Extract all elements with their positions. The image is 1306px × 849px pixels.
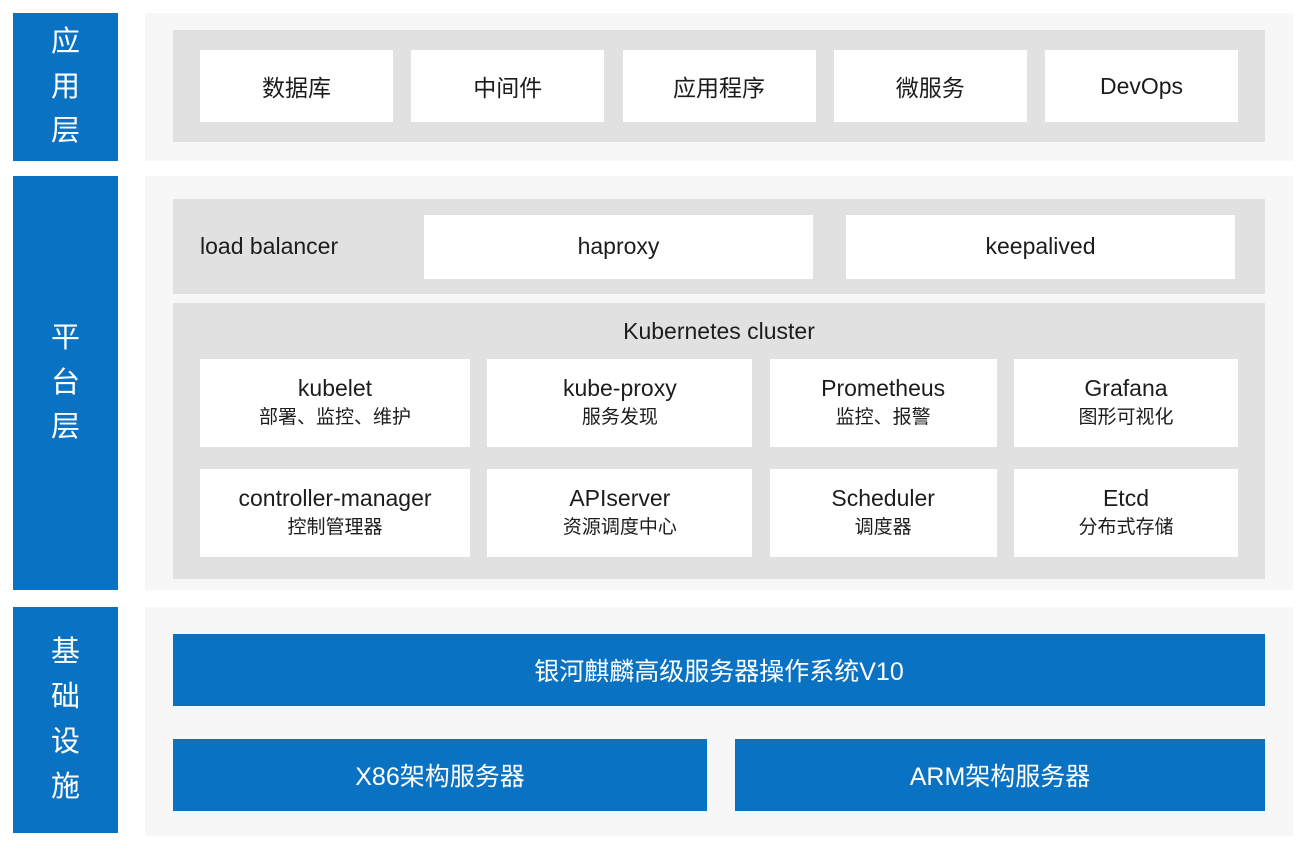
kubernetes-cluster-title: Kubernetes cluster [623, 318, 815, 344]
load-balancer-band: load balancer haproxy keepalived [173, 199, 1265, 294]
component-name: Prometheus [821, 375, 946, 402]
component-prometheus: Prometheus 监控、报警 [769, 359, 997, 447]
panel-application-layer: 数据库 中间件 应用程序 微服务 DevOps [145, 13, 1293, 161]
component-desc: 分布式存储 [1078, 517, 1174, 539]
layer-label-infrastructure-text: 基础设施 [51, 636, 81, 803]
box-application-program: 应用程序 [622, 50, 816, 122]
component-desc: 服务发现 [581, 407, 658, 429]
box-keepalived: keepalived [846, 214, 1235, 279]
component-desc: 图形可视化 [1078, 407, 1174, 429]
box-microservices: 微服务 [833, 50, 1027, 122]
component-name: Grafana [1084, 375, 1168, 402]
box-devops: DevOps [1045, 50, 1238, 122]
component-apiserver: APIserver 资源调度中心 [487, 469, 753, 557]
component-desc: 监控、报警 [835, 407, 931, 429]
component-desc: 调度器 [854, 517, 912, 539]
box-haproxy: haproxy [424, 214, 813, 279]
component-name: APIserver [569, 485, 671, 512]
application-band: 数据库 中间件 应用程序 微服务 DevOps [173, 30, 1265, 142]
x86-server-bar: X86架构服务器 [173, 739, 707, 811]
load-balancer-label: load balancer [200, 233, 339, 259]
component-desc: 控制管理器 [287, 517, 383, 539]
component-kubelet: kubelet 部署、监控、维护 [200, 359, 470, 447]
layer-label-platform: 平台层 [13, 176, 118, 590]
arm-server-bar: ARM架构服务器 [735, 739, 1265, 811]
component-name: controller-manager [238, 485, 432, 512]
component-desc: 资源调度中心 [562, 517, 677, 539]
component-name: Scheduler [831, 485, 935, 512]
server-bars-row: X86架构服务器 ARM架构服务器 [173, 739, 1265, 811]
component-controller-manager: controller-manager 控制管理器 [200, 469, 470, 557]
component-name: kubelet [297, 375, 373, 402]
component-name: kube-proxy [562, 375, 677, 402]
panel-platform-layer: load balancer haproxy keepalived Kuberne… [145, 176, 1293, 590]
layer-label-infrastructure: 基础设施 [13, 607, 118, 833]
kubernetes-components-grid: kubelet 部署、监控、维护 kube-proxy 服务发现 Prometh… [200, 359, 1238, 557]
component-desc: 部署、监控、维护 [258, 407, 411, 429]
kubernetes-cluster-band: Kubernetes cluster kubelet 部署、监控、维护 kube… [173, 303, 1265, 579]
layer-label-application: 应用层 [13, 13, 118, 161]
component-kube-proxy: kube-proxy 服务发现 [487, 359, 753, 447]
component-etcd: Etcd 分布式存储 [1013, 469, 1238, 557]
component-name: Etcd [1102, 485, 1149, 512]
panel-infrastructure-layer: 银河麒麟高级服务器操作系统V10 X86架构服务器 ARM架构服务器 [145, 607, 1293, 836]
layer-label-platform-text: 平台层 [51, 321, 81, 444]
component-grafana: Grafana 图形可视化 [1013, 359, 1238, 447]
box-middleware: 中间件 [411, 50, 605, 122]
layer-label-application-text: 应用层 [51, 25, 81, 148]
kylin-os-bar: 银河麒麟高级服务器操作系统V10 [173, 634, 1265, 706]
component-scheduler: Scheduler 调度器 [769, 469, 997, 557]
box-database: 数据库 [200, 50, 393, 122]
